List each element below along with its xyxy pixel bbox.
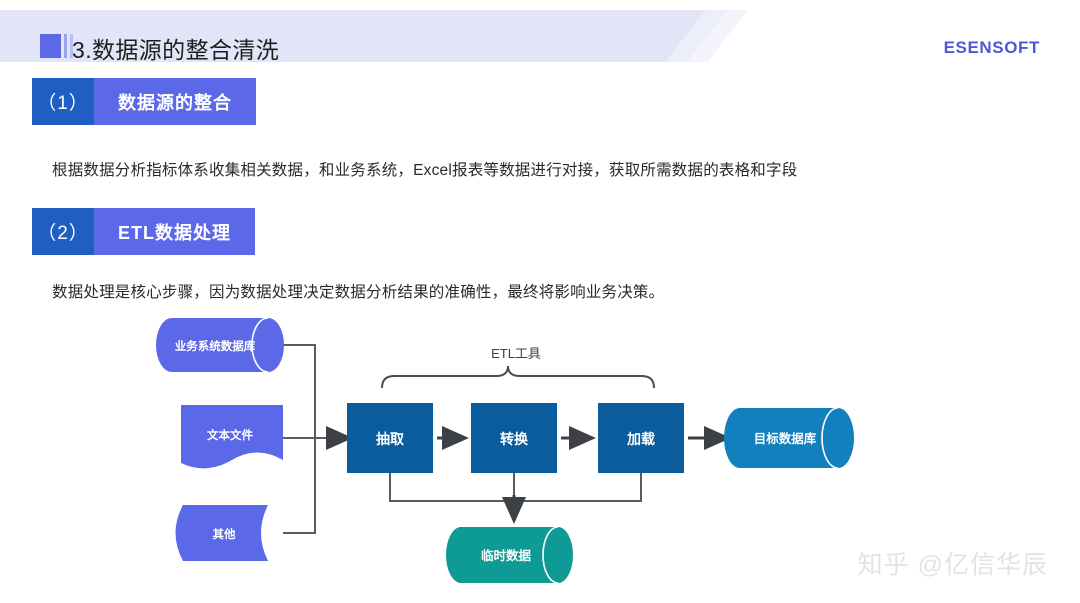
bar-icon-1 bbox=[64, 34, 67, 58]
temp-data[interactable]: 临时数据 bbox=[446, 526, 573, 584]
section-label-2: ETL数据处理 bbox=[94, 208, 255, 255]
source-file[interactable]: 文本文件 bbox=[181, 405, 283, 469]
source-db-label: 业务系统数据库 bbox=[175, 339, 256, 353]
square-icon bbox=[40, 34, 61, 58]
source-db[interactable]: 业务系统数据库 bbox=[156, 317, 284, 373]
step-transform-label: 转换 bbox=[500, 431, 529, 447]
step-load[interactable]: 加载 bbox=[598, 403, 684, 473]
section-number-2: （2） bbox=[32, 208, 94, 255]
etl-brace-label: ETL工具 bbox=[491, 346, 541, 361]
source-file-label: 文本文件 bbox=[207, 428, 253, 442]
page-header: 3.数据源的整合清洗 ESENSOFT bbox=[0, 10, 1080, 63]
etl-brace bbox=[381, 365, 655, 389]
target-db[interactable]: 目标数据库 bbox=[724, 407, 854, 469]
etl-flow-diagram: ETL工具 抽取 转换 加载 业务系统数据库 文本文件 其他 目 bbox=[0, 305, 1080, 603]
section-paragraph-1: 根据数据分析指标体系收集相关数据，和业务系统，Excel报表等数据进行对接，获取… bbox=[52, 162, 798, 179]
step-load-label: 加载 bbox=[626, 431, 655, 447]
header-band bbox=[0, 10, 660, 62]
section-label-1: 数据源的整合 bbox=[94, 78, 256, 125]
bar-icon-2 bbox=[70, 34, 73, 58]
section-header-2: （2） ETL数据处理 bbox=[32, 208, 255, 255]
source-other[interactable]: 其他 bbox=[175, 505, 269, 561]
source-other-label: 其他 bbox=[213, 527, 236, 541]
watermark: 知乎 @亿信华辰 bbox=[857, 551, 1048, 579]
section-paragraph-2: 数据处理是核心步骤，因为数据处理决定数据分析结果的准确性，最终将影响业务决策。 bbox=[52, 284, 665, 301]
section-number-1: （1） bbox=[32, 78, 94, 125]
section-header-1: （1） 数据源的整合 bbox=[32, 78, 256, 125]
brand-logo: ESENSOFT bbox=[943, 38, 1040, 57]
step-extract[interactable]: 抽取 bbox=[347, 403, 433, 473]
page-title: 3.数据源的整合清洗 bbox=[72, 37, 280, 63]
header-bullet-mark bbox=[40, 34, 73, 58]
temp-data-label: 临时数据 bbox=[481, 548, 532, 563]
step-transform[interactable]: 转换 bbox=[471, 403, 557, 473]
step-extract-label: 抽取 bbox=[376, 431, 405, 447]
target-db-label: 目标数据库 bbox=[754, 431, 817, 446]
